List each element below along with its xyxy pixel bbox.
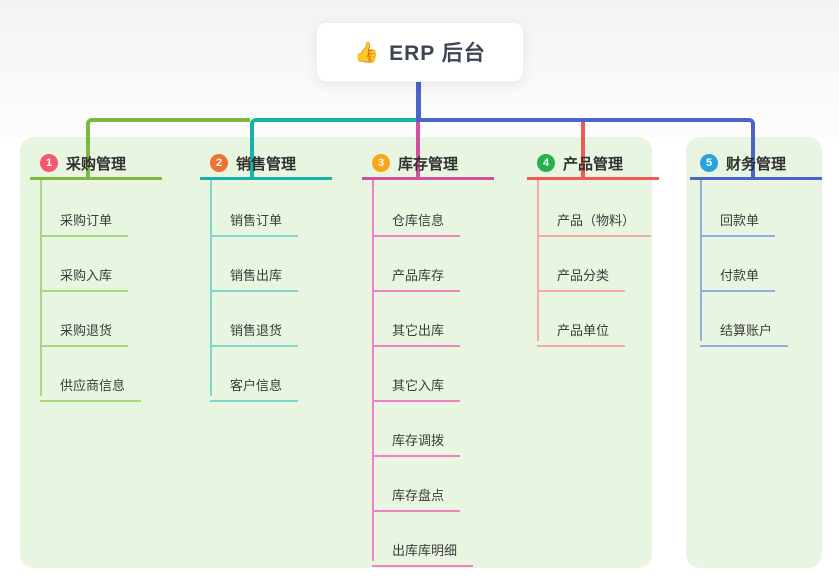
children-connector-line	[700, 180, 702, 341]
child-node[interactable]: 销售退货	[210, 313, 299, 347]
child-node[interactable]: 销售出库	[210, 258, 299, 292]
child-node[interactable]: 库存调拨	[372, 423, 461, 457]
child-node[interactable]: 采购入库	[40, 258, 129, 292]
connector-branch-5-line	[416, 118, 755, 177]
branch-number-badge: 3	[372, 154, 390, 172]
child-node[interactable]: 回款单	[700, 203, 776, 237]
children-connector-line	[40, 180, 42, 396]
child-node[interactable]: 出库库明细	[372, 533, 474, 567]
connector-branch-4-line	[581, 122, 585, 177]
branch-number-badge: 4	[537, 154, 555, 172]
child-node[interactable]: 产品分类	[537, 258, 626, 292]
branch-node[interactable]: 1 采购管理	[30, 149, 162, 180]
child-node[interactable]: 付款单	[700, 258, 776, 292]
child-node[interactable]: 结算账户	[700, 313, 789, 347]
child-node[interactable]: 采购订单	[40, 203, 129, 237]
child-node[interactable]: 产品单位	[537, 313, 626, 347]
children-connector-line	[537, 180, 539, 341]
root-node-title: ERP 后台	[389, 42, 486, 65]
branch-group-background-right	[686, 137, 822, 568]
child-node[interactable]: 产品库存	[372, 258, 461, 292]
branch-number-badge: 1	[40, 154, 58, 172]
connector-branch-1-line	[86, 118, 250, 177]
child-node[interactable]: 库存盘点	[372, 478, 461, 512]
connector-root-line	[416, 80, 421, 120]
branch-node[interactable]: 5 财务管理	[690, 149, 822, 180]
children-connector-line	[372, 180, 374, 561]
child-node[interactable]: 其它出库	[372, 313, 461, 347]
branch-node-label: 采购管理	[66, 155, 127, 173]
branch-node-label: 产品管理	[563, 155, 624, 173]
branch-node-label: 库存管理	[398, 155, 459, 173]
child-node[interactable]: 供应商信息	[40, 368, 142, 402]
connector-branch-3-line	[416, 122, 420, 177]
branch-number-badge: 2	[210, 154, 228, 172]
branch-group-background-left	[20, 137, 652, 568]
branch-node[interactable]: 3 库存管理	[362, 149, 494, 180]
connector-branch-2-line	[250, 118, 416, 177]
thumbs-up-icon: 👍	[354, 41, 380, 64]
child-node[interactable]: 产品（物料）	[537, 203, 652, 237]
children-connector-line	[210, 180, 212, 396]
child-node[interactable]: 采购退货	[40, 313, 129, 347]
child-node[interactable]: 仓库信息	[372, 203, 461, 237]
child-node[interactable]: 客户信息	[210, 368, 299, 402]
branch-number-badge: 5	[700, 154, 718, 172]
child-node[interactable]: 其它入库	[372, 368, 461, 402]
branch-node[interactable]: 2 销售管理	[200, 149, 332, 180]
branch-node[interactable]: 4 产品管理	[527, 149, 659, 180]
child-node[interactable]: 销售订单	[210, 203, 299, 237]
branch-node-label: 销售管理	[236, 155, 297, 173]
branch-node-label: 财务管理	[726, 155, 787, 173]
root-node[interactable]: 👍 ERP 后台	[316, 22, 524, 82]
